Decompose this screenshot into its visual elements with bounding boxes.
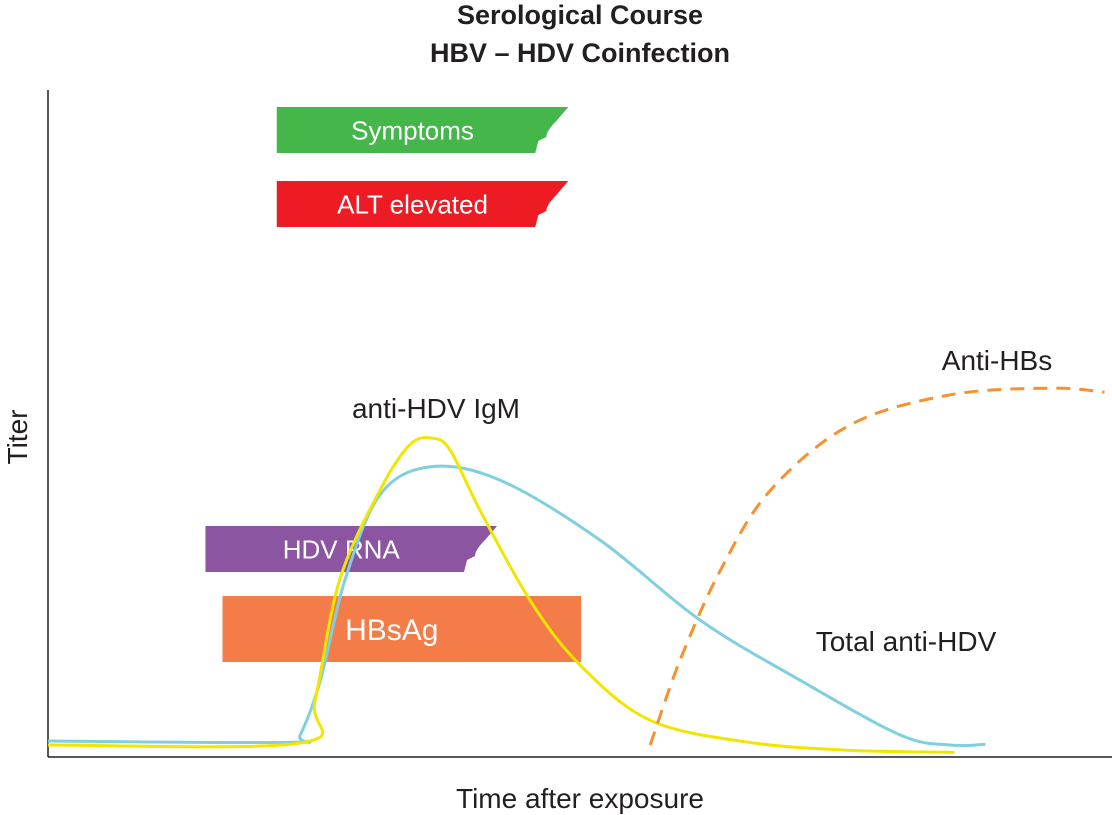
chart-title-line-2: HBV – HDV Coinfection: [430, 38, 730, 68]
series-line-anti-hbs: [648, 386, 1105, 746]
bar-hbsag: [222, 596, 582, 662]
series-line-anti-hdv-igm: [47, 436, 955, 754]
chart-title-line-1: Serological Course: [457, 0, 703, 30]
bar-symptoms: [276, 107, 569, 153]
series-line-total-anti-hdv: [47, 464, 986, 748]
y-axis-label: Titer: [2, 410, 33, 465]
bar-label-hbsag: HBsAg: [345, 614, 438, 647]
bar-label-alt-elevated: ALT elevated: [337, 189, 488, 219]
series-label-anti-hdv-igm: anti-HDV IgM: [352, 393, 520, 424]
series-label-total-anti-hdv: Total anti-HDV: [816, 626, 997, 657]
bar-label-hdv-rna: HDV RNA: [283, 534, 401, 564]
x-axis-label: Time after exposure: [456, 783, 704, 814]
series-label-anti-hbs: Anti-HBs: [942, 345, 1052, 376]
bar-alt-elevated: [276, 181, 569, 227]
bar-label-symptoms: Symptoms: [351, 115, 474, 145]
